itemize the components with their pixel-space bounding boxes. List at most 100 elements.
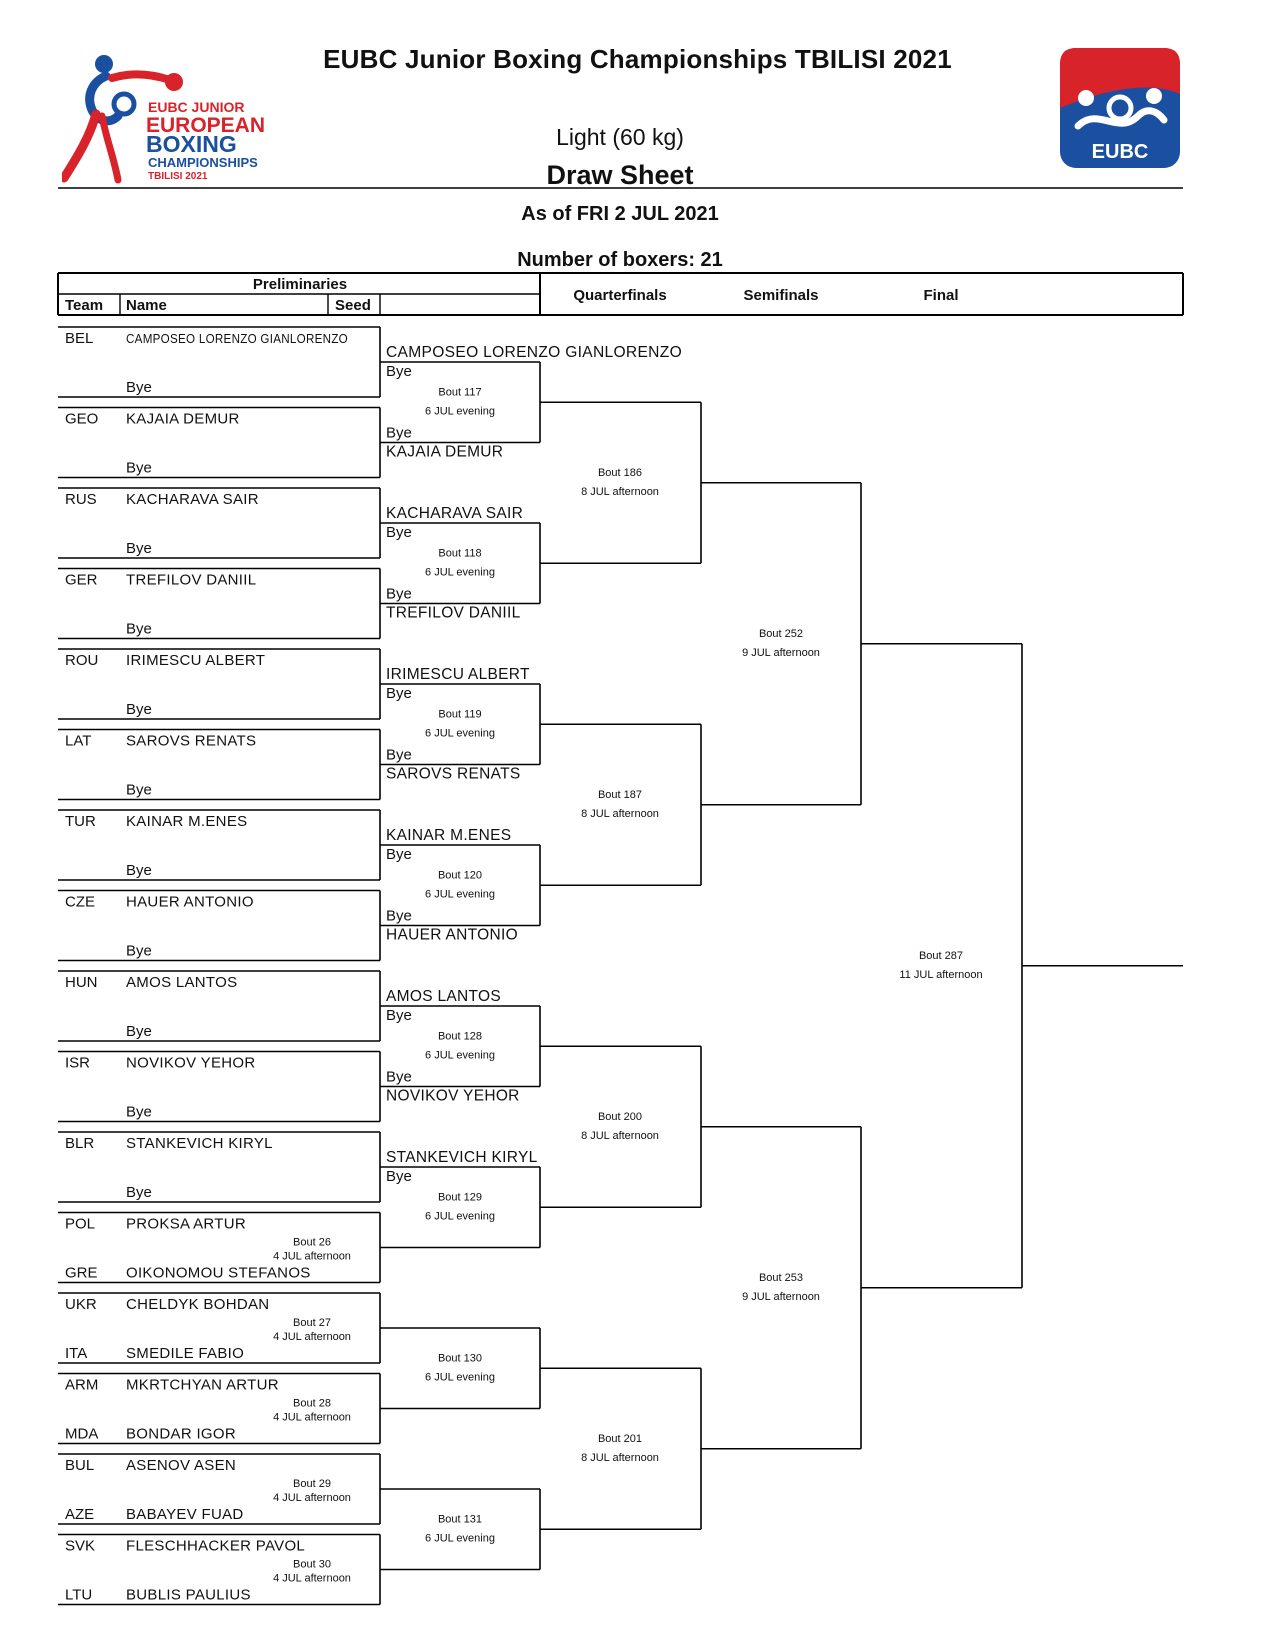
bout-number: Bout 187 [598,789,642,801]
team-code: HUN [65,974,98,991]
bout-time: 6 JUL evening [425,1371,495,1383]
bout-time: 4 JUL afternoon [273,1492,351,1504]
bye-label: Bye [126,943,152,960]
bout-number: Bout 252 [759,628,803,640]
team-code: AZE [65,1506,94,1523]
boxer-name: IRIMESCU ALBERT [126,652,265,669]
bout-time: 4 JUL afternoon [273,1331,351,1343]
logo-text-5: TBILISI 2021 [148,171,208,182]
bout-time: 11 JUL afternoon [899,969,982,981]
team-code: ARM [65,1377,98,1394]
team-code: LTU [65,1587,92,1604]
bout-time: 8 JUL afternoon [581,1452,659,1464]
logo-text-2: EUROPEAN [146,114,265,137]
bout-number: Bout 29 [293,1478,331,1490]
bout-time: 6 JUL evening [425,727,495,739]
eubc-logo-text: EUBC [1092,141,1149,163]
team-code: ISR [65,1055,90,1072]
header-name: Name [126,297,167,314]
team-code: CZE [65,894,95,911]
winner-name: KAJAIA DEMUR [386,444,503,461]
bout-number: Bout 26 [293,1237,331,1249]
bout-time: 6 JUL evening [425,566,495,578]
bout-number: Bout 118 [438,547,481,559]
as-of-date: As of FRI 2 JUL 2021 [521,203,719,225]
team-code: GEO [65,411,98,428]
championship-logo: EUBC JUNIOR EUROPEAN BOXING CHAMPIONSHIP… [59,52,302,192]
bye-label: Bye [386,425,412,442]
weight-class: Light (60 kg) [556,124,684,150]
bye-label: Bye [126,1184,152,1201]
bye-label: Bye [386,747,412,764]
boxer-name: SMEDILE FABIO [126,1345,244,1362]
bye-label: Bye [126,540,152,557]
bout-number: Bout 27 [293,1317,331,1329]
winner-name: KAINAR M.ENES [386,827,511,844]
bout-number: Bout 287 [919,950,963,962]
winner-name: SAROVS RENATS [386,766,521,783]
bye-label: Bye [386,1168,412,1185]
team-code: SVK [65,1538,95,1555]
logo-text-4: CHAMPIONSHIPS [148,155,258,170]
bout-time: 9 JUL afternoon [742,647,820,659]
team-code: RUS [65,491,97,508]
boxer-name: FLESCHHACKER PAVOL [126,1538,305,1555]
boxer-name: STANKEVICH KIRYL [126,1135,273,1152]
bout-number: Bout 200 [598,1111,642,1123]
bout-number: Bout 129 [438,1191,482,1203]
boxer-name: KAJAIA DEMUR [126,411,240,428]
header-team: Team [65,297,103,314]
bout-number: Bout 201 [598,1433,642,1445]
logo-text-1: EUBC JUNIOR [148,99,244,115]
winner-name: AMOS LANTOS [386,988,501,1005]
boxers-count: Number of boxers: 21 [517,249,723,271]
team-code: GER [65,572,98,589]
eubc-emblem-icon: EUBC [1060,48,1180,168]
boxer-name: MKRTCHYAN ARTUR [126,1377,279,1394]
eubc-logo: EUBC [1058,46,1182,170]
sheet-title: Draw Sheet [546,160,694,190]
team-code: BLR [65,1135,94,1152]
bout-number: Bout 119 [438,708,481,720]
header-semifinals: Semifinals [743,287,818,304]
boxer-name: SAROVS RENATS [126,733,256,750]
bye-label: Bye [386,363,412,380]
boxer-name: KACHARAVA SAIR [126,491,259,508]
bye-label: Bye [386,524,412,541]
bout-time: 6 JUL evening [425,888,495,900]
header-final: Final [923,287,958,304]
boxer-name: HAUER ANTONIO [126,894,254,911]
bye-label: Bye [126,621,152,638]
bout-number: Bout 128 [438,1030,482,1042]
winner-name: TREFILOV DANIIL [386,605,521,622]
bye-label: Bye [126,1104,152,1121]
bout-time: 6 JUL evening [425,1049,495,1061]
team-code: POL [65,1216,95,1233]
bout-number: Bout 30 [293,1559,331,1571]
boxer-name: KAINAR M.ENES [126,813,247,830]
logo-text-3: BOXING [146,131,237,157]
bye-label: Bye [386,586,412,603]
bye-label: Bye [386,1007,412,1024]
boxer-name: AMOS LANTOS [126,974,237,991]
winner-name: STANKEVICH KIRYL [386,1149,538,1166]
bout-number: Bout 117 [438,386,481,398]
bye-label: Bye [386,846,412,863]
boxer-name: BONDAR IGOR [126,1426,236,1443]
team-code: BUL [65,1457,94,1474]
bout-number: Bout 120 [438,869,482,881]
page-title: EUBC Junior Boxing Championships TBILISI… [323,44,952,74]
team-code: LAT [65,733,91,750]
bout-time: 8 JUL afternoon [581,808,659,820]
bye-label: Bye [126,379,152,396]
bye-label: Bye [126,1023,152,1040]
bout-time: 4 JUL afternoon [273,1412,351,1424]
bout-time: 8 JUL afternoon [581,486,659,498]
bout-number: Bout 186 [598,467,642,479]
boxer-name: TREFILOV DANIIL [126,572,256,589]
boxer-name: OIKONOMOU STEFANOS [126,1265,311,1282]
boxer-figure-icon: EUBC JUNIOR EUROPEAN BOXING CHAMPIONSHIP… [59,55,265,184]
bout-time: 6 JUL evening [425,1532,495,1544]
team-code: ROU [65,652,98,669]
bye-label: Bye [386,908,412,925]
